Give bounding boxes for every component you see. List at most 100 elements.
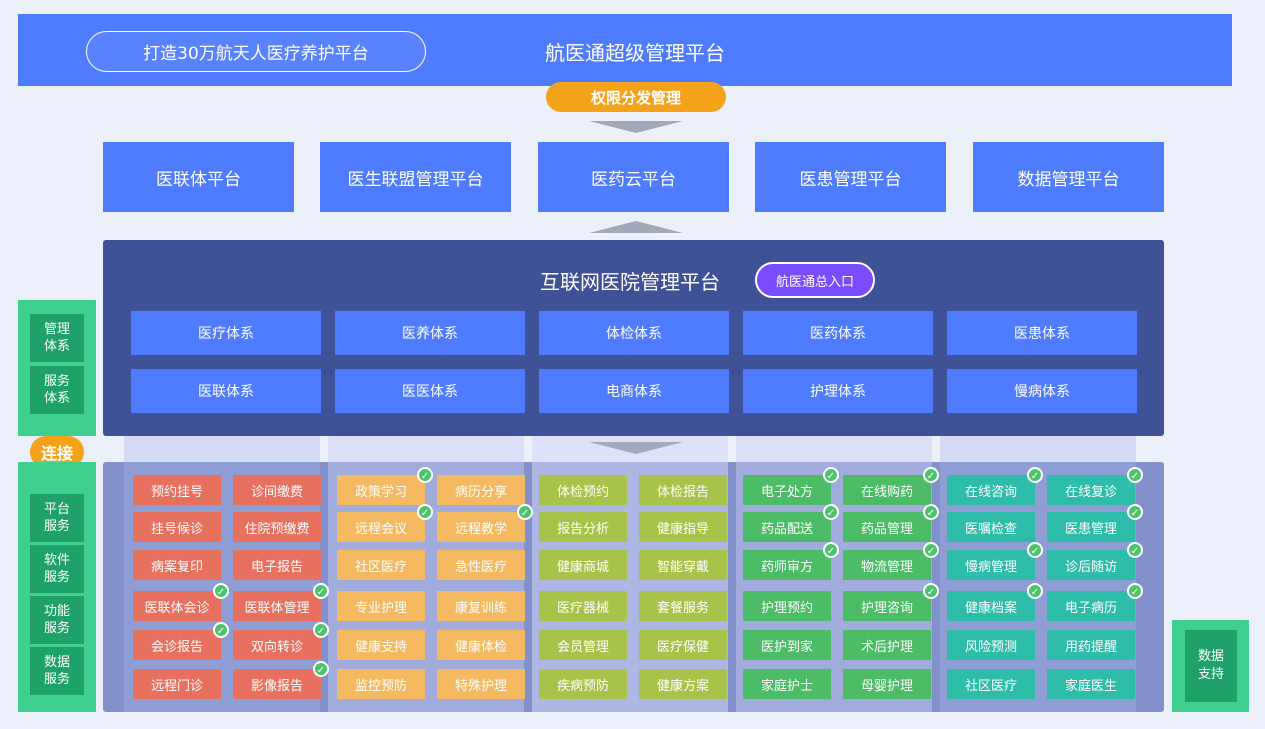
check-icon: ✓ bbox=[923, 583, 939, 599]
system-box: 医疗体系 bbox=[131, 311, 321, 355]
service-item: 医护到家 bbox=[743, 630, 831, 660]
service-item: 社区医疗 bbox=[947, 669, 1035, 699]
service-item: 药品配送✓ bbox=[743, 504, 839, 542]
service-item-label: 医疗保健 bbox=[656, 639, 709, 655]
data-support-label: 数据 支持 bbox=[1185, 630, 1237, 702]
service-item: 远程会议✓ bbox=[337, 504, 433, 542]
platform-service-label: 平台 服务 bbox=[30, 494, 84, 542]
service-item: 电子处方 ✓ bbox=[743, 467, 839, 505]
check-icon: ✓ bbox=[1127, 542, 1143, 558]
service-item-label: 监控预防 bbox=[354, 678, 407, 694]
service-item: 在线购药 ✓ bbox=[843, 467, 939, 505]
system-box: 医医体系 bbox=[335, 369, 525, 413]
service-item: 慢病管理✓ bbox=[947, 542, 1043, 580]
service-item-label: 健康体检 bbox=[454, 639, 507, 655]
entry-button[interactable]: 航医通总入口 bbox=[755, 262, 875, 298]
service-item: 医疗保健 bbox=[639, 630, 727, 660]
check-icon: ✓ bbox=[213, 583, 229, 599]
management-system-label: 管理 体系 bbox=[30, 314, 84, 362]
service-item: 电子报告 bbox=[233, 550, 321, 580]
check-icon: ✓ bbox=[313, 583, 329, 599]
platform-box: 数据管理平台 bbox=[973, 142, 1164, 212]
service-item: 物流管理 ✓ bbox=[843, 542, 939, 580]
service-item-label: 在线咨询 bbox=[964, 484, 1017, 500]
service-item: 药品管理 ✓ bbox=[843, 504, 939, 542]
check-icon: ✓ bbox=[1127, 583, 1143, 599]
service-item-label: 住院预缴费 bbox=[244, 521, 310, 537]
service-item-label: 报告分析 bbox=[556, 521, 609, 537]
service-item-label: 病案复印 bbox=[150, 559, 203, 575]
check-icon: ✓ bbox=[1027, 467, 1043, 483]
service-item-label: 电子病历 bbox=[1064, 600, 1117, 616]
service-item-label: 远程教学 bbox=[454, 521, 507, 537]
service-item: 住院预缴费 bbox=[233, 512, 321, 542]
function-service-label: 功能 服务 bbox=[30, 596, 84, 644]
service-item: 特殊护理 bbox=[437, 669, 525, 699]
service-item: 医疗器械 bbox=[539, 591, 627, 621]
check-icon: ✓ bbox=[313, 622, 329, 638]
check-icon: ✓ bbox=[417, 467, 433, 483]
platform-box: 医联体平台 bbox=[103, 142, 294, 212]
service-item-label: 家庭医生 bbox=[1064, 678, 1117, 694]
permission-pill: 权限分发管理 bbox=[546, 82, 726, 112]
service-item-label: 预约挂号 bbox=[150, 484, 203, 500]
service-item-label: 物流管理 bbox=[860, 559, 913, 575]
check-icon: ✓ bbox=[923, 542, 939, 558]
service-item: 疾病预防 bbox=[539, 669, 627, 699]
check-icon: ✓ bbox=[417, 504, 433, 520]
service-item-label: 医护到家 bbox=[760, 639, 813, 655]
service-item-label: 慢病管理 bbox=[964, 559, 1017, 575]
service-item-label: 健康支持 bbox=[354, 639, 407, 655]
service-item: 会诊报告✓ bbox=[133, 622, 229, 660]
system-box: 医药体系 bbox=[743, 311, 933, 355]
service-item: 电子病历 ✓ bbox=[1047, 583, 1143, 621]
service-item-label: 用药提醒 bbox=[1064, 639, 1117, 655]
banner-title: 航医通超级管理平台 bbox=[545, 41, 725, 65]
service-item-label: 康复训练 bbox=[454, 600, 507, 616]
service-item-label: 药品管理 bbox=[860, 521, 913, 537]
service-item-label: 护理咨询 bbox=[860, 600, 913, 616]
service-item: 社区医疗 bbox=[337, 550, 425, 580]
service-item: 预约挂号 bbox=[133, 475, 221, 505]
service-item-label: 在线购药 bbox=[860, 484, 913, 500]
service-item: 家庭护士 bbox=[743, 669, 831, 699]
check-icon: ✓ bbox=[313, 661, 329, 677]
service-item: 在线咨询 ✓ bbox=[947, 467, 1043, 505]
software-service-label: 软件 服务 bbox=[30, 545, 84, 593]
service-item-label: 远程门诊 bbox=[150, 678, 203, 694]
service-item-label: 医疗器械 bbox=[556, 600, 609, 616]
service-item: 双向转诊✓ bbox=[233, 622, 329, 660]
service-item: 监控预防 bbox=[337, 669, 425, 699]
service-item: 会员管理 bbox=[539, 630, 627, 660]
service-item-label: 医联体会诊 bbox=[144, 600, 210, 616]
top-banner bbox=[18, 14, 1232, 86]
service-item-label: 电子处方 bbox=[760, 484, 813, 500]
service-item: 报告分析 bbox=[539, 512, 627, 542]
service-item-label: 特殊护理 bbox=[454, 678, 507, 694]
service-item-label: 医联体管理 bbox=[244, 600, 310, 616]
check-icon: ✓ bbox=[923, 467, 939, 483]
service-item-label: 药师审方 bbox=[760, 559, 813, 575]
service-item: 术后护理 bbox=[843, 630, 931, 660]
check-icon: ✓ bbox=[823, 467, 839, 483]
arrow-down-icon bbox=[589, 442, 683, 454]
check-icon: ✓ bbox=[823, 504, 839, 520]
service-item: 套餐服务 bbox=[639, 591, 727, 621]
system-box: 慢病体系 bbox=[947, 369, 1137, 413]
service-item: 政策学习✓ bbox=[337, 467, 433, 505]
service-item-label: 母婴护理 bbox=[860, 678, 913, 694]
service-item-label: 医嘱检查 bbox=[964, 521, 1017, 537]
service-item: 健康指导 bbox=[639, 512, 727, 542]
service-item: 在线复诊✓ bbox=[1047, 467, 1143, 505]
service-item-label: 急性医疗 bbox=[454, 559, 507, 575]
service-item: 远程门诊 bbox=[133, 669, 221, 699]
service-item-label: 影像报告 bbox=[250, 678, 303, 694]
check-icon: ✓ bbox=[923, 504, 939, 520]
system-box: 医养体系 bbox=[335, 311, 525, 355]
service-item-label: 社区医疗 bbox=[354, 559, 407, 575]
check-icon: ✓ bbox=[823, 542, 839, 558]
service-item-label: 智能穿戴 bbox=[656, 559, 709, 575]
arrow-down-icon bbox=[589, 121, 683, 133]
check-icon: ✓ bbox=[517, 504, 533, 520]
service-item: 医嘱检查 bbox=[947, 512, 1035, 542]
